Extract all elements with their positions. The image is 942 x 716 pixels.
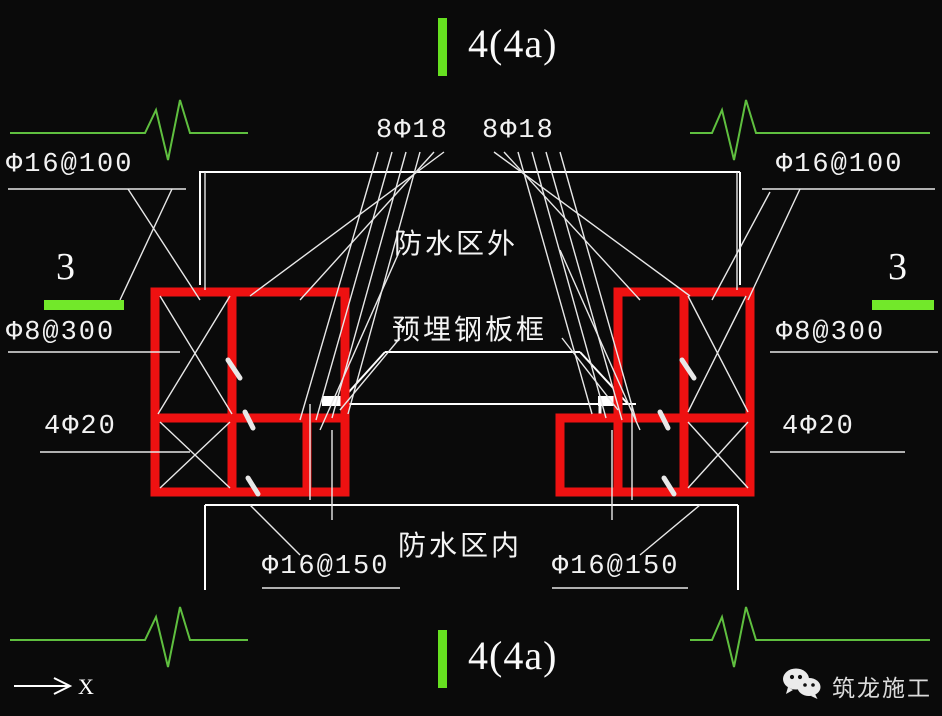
leader-embed-2	[561, 337, 619, 411]
diag-right-b	[687, 295, 747, 413]
section-marker-bar-left	[44, 300, 124, 310]
leader-8phi18-l-6	[249, 151, 445, 297]
leader-phi16-150-left-up	[249, 504, 301, 556]
rebar-cage-right	[555, 287, 755, 497]
leader-8phi18-r-4	[517, 151, 593, 415]
break-line-top-right	[690, 99, 930, 161]
diag-right-d	[687, 421, 749, 489]
leader-8phi18-l-4	[347, 151, 421, 415]
watermark: 筑龙施工	[782, 667, 932, 704]
embed-plate-left	[322, 396, 346, 406]
leader-8phi18-l-1	[299, 151, 379, 421]
section-break-lines	[10, 99, 930, 668]
leader-phi16-150-right-up	[639, 504, 701, 556]
bar-ticks	[225, 357, 697, 497]
axis-arrow-head	[53, 677, 73, 695]
leader-phi16-100-left-1	[127, 188, 201, 301]
leader-phi16-100-left-2	[119, 188, 173, 301]
section-marker-bar-bottom	[438, 630, 447, 688]
leader-phi16-100-right-1	[747, 188, 801, 301]
leader-8phi18-r-6	[493, 151, 691, 297]
leader-zone-outside-2	[559, 249, 641, 431]
leader-embed-1	[339, 337, 401, 411]
concrete-outline	[199, 171, 741, 590]
leader-8phi18-r-2	[545, 151, 623, 421]
embedded-steel-plates	[322, 396, 622, 406]
break-line-bottom-left	[10, 606, 248, 668]
section-marker-bar-right	[872, 300, 934, 310]
axis-arrow	[14, 677, 73, 695]
diag-left-a	[159, 295, 233, 415]
watermark-text: 筑龙施工	[832, 675, 932, 702]
rebar-cage-left	[150, 287, 350, 497]
leader-zone-outside-1	[319, 249, 401, 431]
diag-left-d	[159, 421, 231, 489]
rebar-detail-lines	[8, 151, 938, 589]
embed-plate-right	[598, 396, 622, 406]
outline-left-upper-step	[199, 171, 740, 285]
leader-8phi18-r-3	[531, 151, 607, 419]
rebar-left-outer	[150, 287, 350, 497]
leader-phi16-100-right-2	[711, 191, 771, 301]
leader-8phi18-l-2	[315, 151, 393, 421]
break-line-bottom-right	[690, 606, 930, 668]
section-marker-bar-top	[438, 18, 447, 76]
wechat-icon	[782, 667, 822, 704]
leader-8phi18-r-1	[559, 151, 637, 421]
diag-left-b	[157, 295, 231, 415]
break-line-top-left	[10, 99, 248, 161]
diag-right-a	[687, 295, 749, 413]
